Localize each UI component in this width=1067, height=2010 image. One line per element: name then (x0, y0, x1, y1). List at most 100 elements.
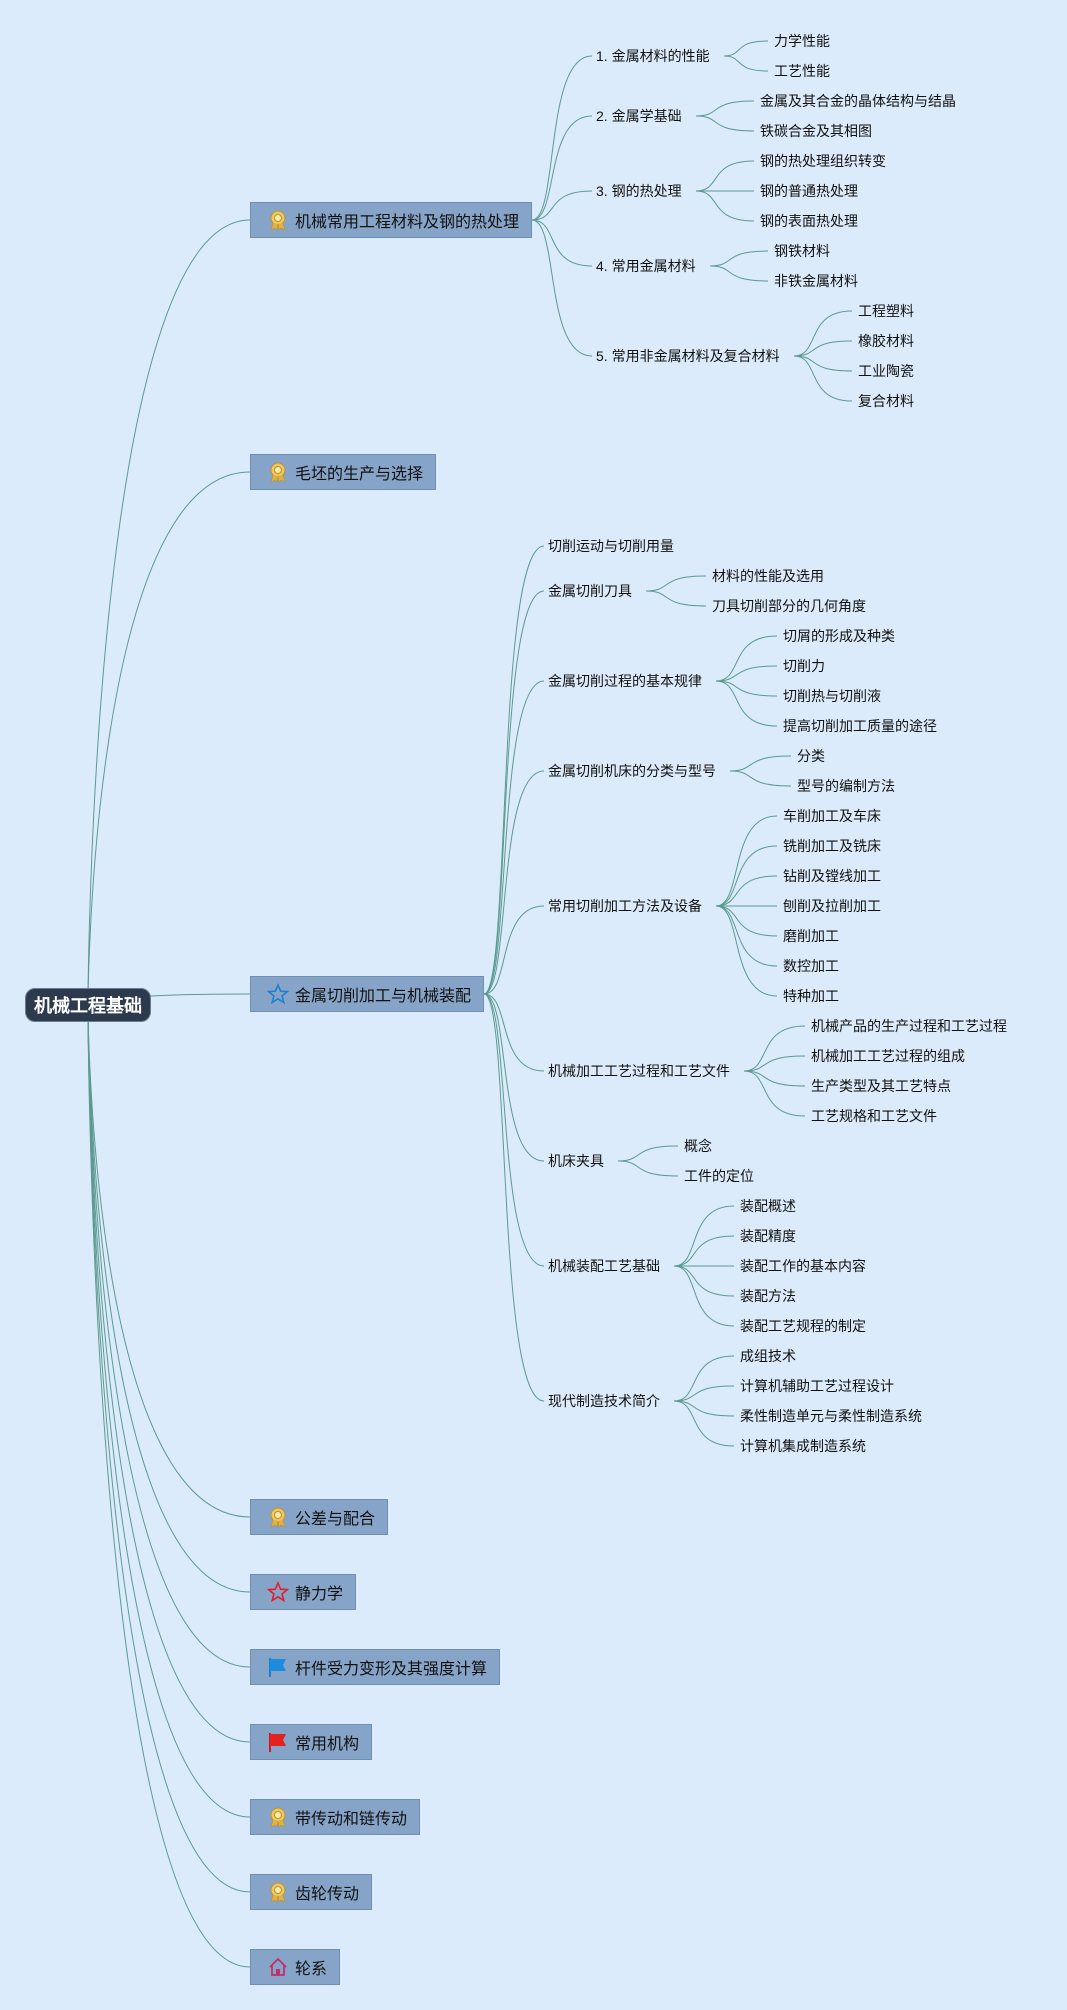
flag-blue-icon (267, 1656, 289, 1678)
branch-node[interactable]: 公差与配合 (250, 1499, 389, 1535)
connector-line (729, 755, 792, 772)
subtopic-node[interactable]: 切削力 (783, 658, 825, 674)
subtopic-node[interactable]: 钢的表面热处理 (760, 213, 858, 229)
topic-node[interactable]: 3. 钢的热处理 (596, 183, 682, 199)
branch-node[interactable]: 带传动和链传动 (250, 1799, 421, 1835)
connector-line (87, 1004, 251, 1743)
subtopic-node[interactable]: 工艺性能 (774, 63, 830, 79)
branch-label: 公差与配合 (295, 1511, 376, 1528)
topic-node[interactable]: 4. 常用金属材料 (596, 258, 696, 274)
connector-line (715, 665, 778, 682)
subtopic-node[interactable]: 计算机集成制造系统 (740, 1438, 866, 1454)
subtopic-node[interactable]: 材料的性能及选用 (712, 568, 824, 584)
subtopic-node[interactable]: 力学性能 (774, 33, 830, 49)
connector-line (715, 815, 778, 907)
connector-line (715, 635, 778, 682)
home-icon (267, 1956, 289, 1978)
subtopic-node[interactable]: 橡胶材料 (858, 333, 914, 349)
branch-node[interactable]: 轮系 (250, 1949, 341, 1985)
topic-node[interactable]: 机床夹具 (548, 1153, 604, 1169)
star-outline-blue-icon (266, 982, 290, 1005)
subtopic-node[interactable]: 提高切削加工质量的途径 (783, 718, 937, 734)
connector-line (531, 55, 593, 221)
subtopic-node[interactable]: 工件的定位 (684, 1168, 754, 1184)
branch-label: 轮系 (295, 1961, 328, 1978)
subtopic-node[interactable]: 刀具切削部分的几何角度 (712, 598, 866, 614)
topic-node[interactable]: 金属切削过程的基本规律 (548, 673, 702, 689)
topic-node[interactable]: 机械加工工艺过程和工艺文件 (548, 1063, 730, 1079)
root-label: 机械工程基础 (34, 996, 142, 1016)
connector-line (645, 590, 707, 607)
connector-line (743, 1025, 806, 1072)
subtopic-node[interactable]: 磨削加工 (783, 928, 839, 944)
subtopic-node[interactable]: 切屑的形成及种类 (783, 628, 895, 644)
topic-node[interactable]: 5. 常用非金属材料及复合材料 (596, 348, 780, 364)
subtopic-node[interactable]: 切削热与切削液 (783, 688, 881, 704)
subtopic-node[interactable]: 概念 (684, 1138, 712, 1154)
topic-node[interactable]: 机械装配工艺基础 (548, 1258, 660, 1274)
topic-node[interactable]: 1. 金属材料的性能 (596, 48, 710, 64)
subtopic-node[interactable]: 装配方法 (740, 1288, 796, 1304)
award-ribbon-icon (267, 461, 289, 483)
subtopic-node[interactable]: 复合材料 (858, 393, 914, 409)
award-ribbon-icon (267, 1806, 289, 1828)
subtopic-node[interactable]: 特种加工 (783, 988, 839, 1004)
subtopic-node[interactable]: 铣削加工及铣床 (783, 838, 881, 854)
connector-line (793, 355, 853, 402)
branch-node[interactable]: 杆件受力变形及其强度计算 (250, 1649, 501, 1685)
connector-line (695, 190, 755, 222)
branch-node[interactable]: 金属切削加工与机械装配 (250, 976, 485, 1012)
connector-line (483, 905, 545, 995)
subtopic-node[interactable]: 工艺规格和工艺文件 (811, 1108, 937, 1124)
root-node[interactable]: 机械工程基础 (25, 988, 151, 1022)
subtopic-node[interactable]: 非铁金属材料 (774, 273, 858, 289)
topic-node[interactable]: 金属切削机床的分类与型号 (548, 763, 716, 779)
branch-node[interactable]: 机械常用工程材料及钢的热处理 (250, 202, 533, 238)
subtopic-node[interactable]: 柔性制造单元与柔性制造系统 (740, 1408, 922, 1424)
subtopic-node[interactable]: 装配工艺规程的制定 (740, 1318, 866, 1334)
subtopic-node[interactable]: 数控加工 (783, 958, 839, 974)
branch-node[interactable]: 静力学 (250, 1574, 357, 1610)
connector-line (715, 680, 778, 697)
flag-red-icon (267, 1731, 289, 1753)
subtopic-node[interactable]: 钢的热处理组织转变 (760, 153, 886, 169)
connector-line (531, 219, 593, 267)
subtopic-node[interactable]: 刨削及拉削加工 (783, 898, 881, 914)
subtopic-node[interactable]: 车削加工及车床 (783, 808, 881, 824)
subtopic-node[interactable]: 计算机辅助工艺过程设计 (740, 1378, 894, 1394)
subtopic-node[interactable]: 装配概述 (740, 1198, 796, 1214)
connector-line (715, 905, 778, 997)
subtopic-node[interactable]: 钢的普通热处理 (760, 183, 858, 199)
subtopic-node[interactable]: 工业陶瓷 (858, 363, 914, 379)
connector-line (695, 115, 755, 132)
topic-node[interactable]: 常用切削加工方法及设备 (548, 898, 702, 914)
subtopic-node[interactable]: 机械加工工艺过程的组成 (811, 1048, 965, 1064)
topic-node[interactable]: 金属切削刀具 (548, 583, 632, 599)
connector-line (531, 219, 593, 357)
connector-line (531, 115, 593, 221)
connector-line (673, 1265, 735, 1297)
subtopic-node[interactable]: 机械产品的生产过程和工艺过程 (811, 1018, 1007, 1034)
subtopic-node[interactable]: 铁碳合金及其相图 (760, 123, 872, 139)
connector-line (793, 310, 853, 357)
branch-node[interactable]: 毛坯的生产与选择 (250, 454, 437, 490)
subtopic-node[interactable]: 金属及其合金的晶体结构与结晶 (760, 93, 956, 109)
subtopic-node[interactable]: 工程塑料 (858, 303, 914, 319)
connector-line (715, 845, 778, 907)
subtopic-node[interactable]: 分类 (797, 748, 825, 764)
branch-node[interactable]: 齿轮传动 (250, 1874, 373, 1910)
subtopic-node[interactable]: 装配精度 (740, 1228, 796, 1244)
topic-node[interactable]: 切削运动与切削用量 (548, 538, 674, 554)
subtopic-node[interactable]: 型号的编制方法 (797, 778, 895, 794)
connector-line (673, 1400, 735, 1417)
subtopic-node[interactable]: 成组技术 (740, 1348, 796, 1364)
subtopic-node[interactable]: 钻削及镗线加工 (783, 868, 881, 884)
subtopic-node[interactable]: 生产类型及其工艺特点 (811, 1078, 951, 1094)
branch-node[interactable]: 常用机构 (250, 1724, 373, 1760)
subtopic-node[interactable]: 钢铁材料 (774, 243, 830, 259)
topic-node[interactable]: 现代制造技术简介 (548, 1393, 660, 1409)
subtopic-node[interactable]: 装配工作的基本内容 (740, 1258, 866, 1274)
topic-node[interactable]: 2. 金属学基础 (596, 108, 682, 124)
connector-line (743, 1070, 806, 1117)
